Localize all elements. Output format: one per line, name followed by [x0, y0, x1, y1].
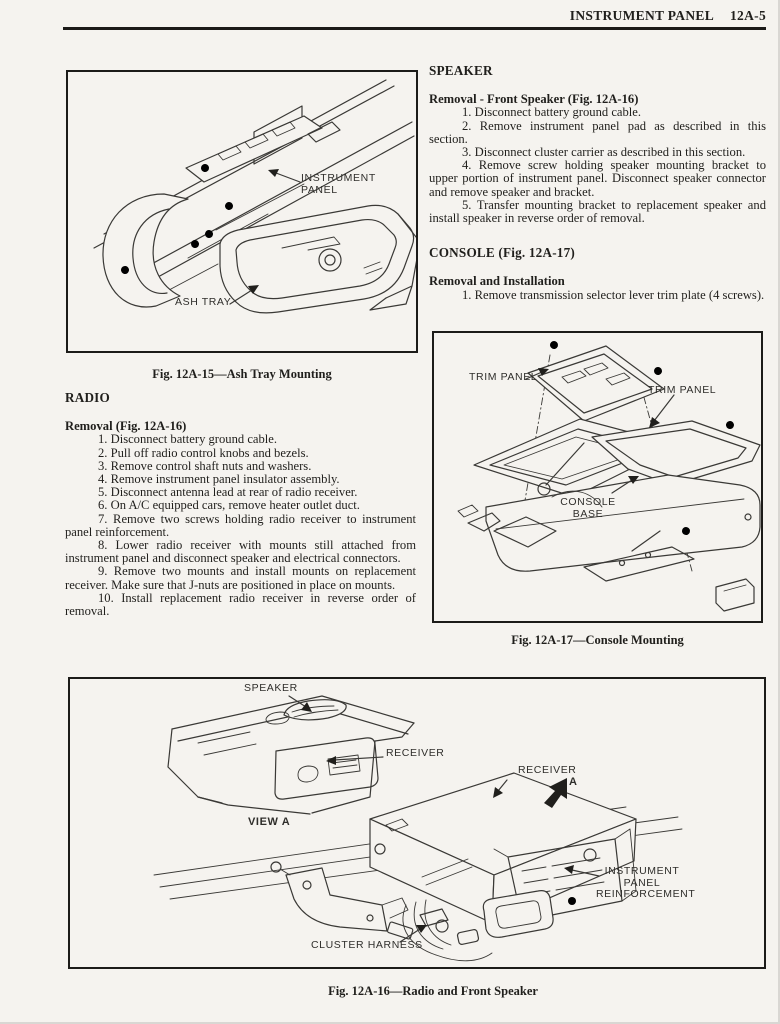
- caption-fig-12a-15: Fig. 12A-15—Ash Tray Mounting: [152, 367, 332, 381]
- speaker-subheading: Removal - Front Speaker (Fig. 12A-16): [429, 92, 639, 107]
- radio-step: 1. Disconnect battery ground cable.: [98, 432, 278, 447]
- page-number: 12A-5: [730, 8, 766, 23]
- radio-heading: RADIO: [65, 390, 110, 405]
- label-instrument-panel: INSTRUMENT PANEL: [301, 172, 376, 196]
- figure-ash-tray-mounting: INSTRUMENT PANEL ASH TRAY: [66, 70, 418, 353]
- label-receiver-view: RECEIVER: [386, 747, 445, 759]
- radio-step: 4. Remove instrument panel insulator ass…: [98, 472, 340, 487]
- radio-step: 3. Remove control shaft nuts and washers…: [98, 458, 312, 473]
- console-drawing: [457, 339, 761, 612]
- radio-step: 5. Disconnect antenna lead at rear of ra…: [98, 485, 358, 500]
- label-trim-panel-right: TRIM PANEL: [648, 384, 717, 396]
- right-column: SPEAKER Removal - Front Speaker (Fig. 12…: [429, 64, 766, 302]
- radio-speaker-drawing: [153, 695, 683, 962]
- speaker-step: 3. Disconnect cluster carrier as describ…: [462, 145, 746, 160]
- speaker-step: 5. Transfer mounting bracket to replacem…: [429, 197, 766, 226]
- radio-step: 10. Install replacement radio receiver i…: [65, 590, 416, 619]
- ash-tray-drawing: [93, 79, 416, 314]
- caption-fig-12a-16: Fig. 12A-16—Radio and Front Speaker: [328, 984, 538, 998]
- speaker-step: 1. Disconnect battery ground cable.: [462, 105, 642, 120]
- page-title: INSTRUMENT PANEL: [569, 8, 714, 23]
- speaker-step: 2. Remove instrument panel pad as descri…: [429, 118, 766, 146]
- label-console-base: CONSOLE BASE: [560, 496, 616, 520]
- radio-step: 7. Remove two screws holding radio recei…: [65, 511, 416, 539]
- radio-step: 8. Lower radio receiver with mounts stil…: [65, 538, 416, 566]
- console-subheading: Removal and Installation: [429, 274, 565, 289]
- label-receiver-main: RECEIVER: [518, 764, 577, 776]
- speaker-heading: SPEAKER: [429, 63, 493, 78]
- label-instrument-panel-reinforcement: INSTRUMENT PANEL REINFORCEMENT: [596, 865, 696, 900]
- label-view-arrow-a: A: [569, 776, 578, 788]
- radio-subheading: Removal (Fig. 12A-16): [65, 419, 187, 434]
- label-trim-panel-left: TRIM PANEL: [469, 371, 538, 383]
- header-rule: [63, 27, 766, 30]
- page-header: INSTRUMENT PANEL 12A-5: [570, 8, 766, 24]
- radio-step: 9. Remove two mounts and install mounts …: [65, 564, 416, 592]
- radio-step: 2. Pull off radio control knobs and beze…: [98, 445, 309, 460]
- radio-step: 6. On A/C equipped cars, remove heater o…: [98, 498, 360, 513]
- left-column: RADIO Removal (Fig. 12A-16) 1. Disconnec…: [65, 391, 416, 618]
- caption-fig-12a-17: Fig. 12A-17—Console Mounting: [511, 633, 684, 647]
- label-cluster-harness: CLUSTER HARNESS: [311, 939, 423, 951]
- label-ash-tray: ASH TRAY: [175, 296, 232, 308]
- console-heading: CONSOLE (Fig. 12A-17): [429, 245, 575, 261]
- label-view-a: VIEW A: [248, 816, 291, 828]
- speaker-step: 4. Remove screw holding speaker mounting…: [429, 158, 766, 199]
- console-step: 1. Remove transmission selector lever tr…: [462, 287, 765, 302]
- figure-console-mounting: TRIM PANEL TRIM PANEL CONSOLE BASE: [432, 331, 763, 623]
- label-speaker: SPEAKER: [244, 682, 298, 694]
- figure-radio-front-speaker: SPEAKER RECEIVER VIEW A RECEIVER A INSTR…: [68, 677, 766, 969]
